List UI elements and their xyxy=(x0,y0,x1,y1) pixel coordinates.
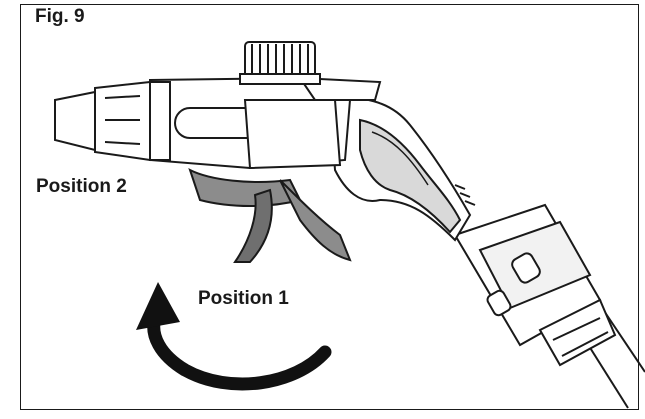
figure-label: Fig. 9 xyxy=(35,6,85,27)
trigger-position-1 xyxy=(233,179,352,263)
position-1-label: Position 1 xyxy=(198,288,289,309)
rotation-arrow-icon xyxy=(136,282,332,391)
figure-frame xyxy=(20,4,639,410)
nozzle xyxy=(54,80,171,162)
hose-connector xyxy=(453,203,617,367)
adjustment-knob xyxy=(239,41,321,85)
handle-grip xyxy=(328,97,476,242)
position-2-label: Position 2 xyxy=(36,176,127,197)
gun-body xyxy=(149,76,382,170)
